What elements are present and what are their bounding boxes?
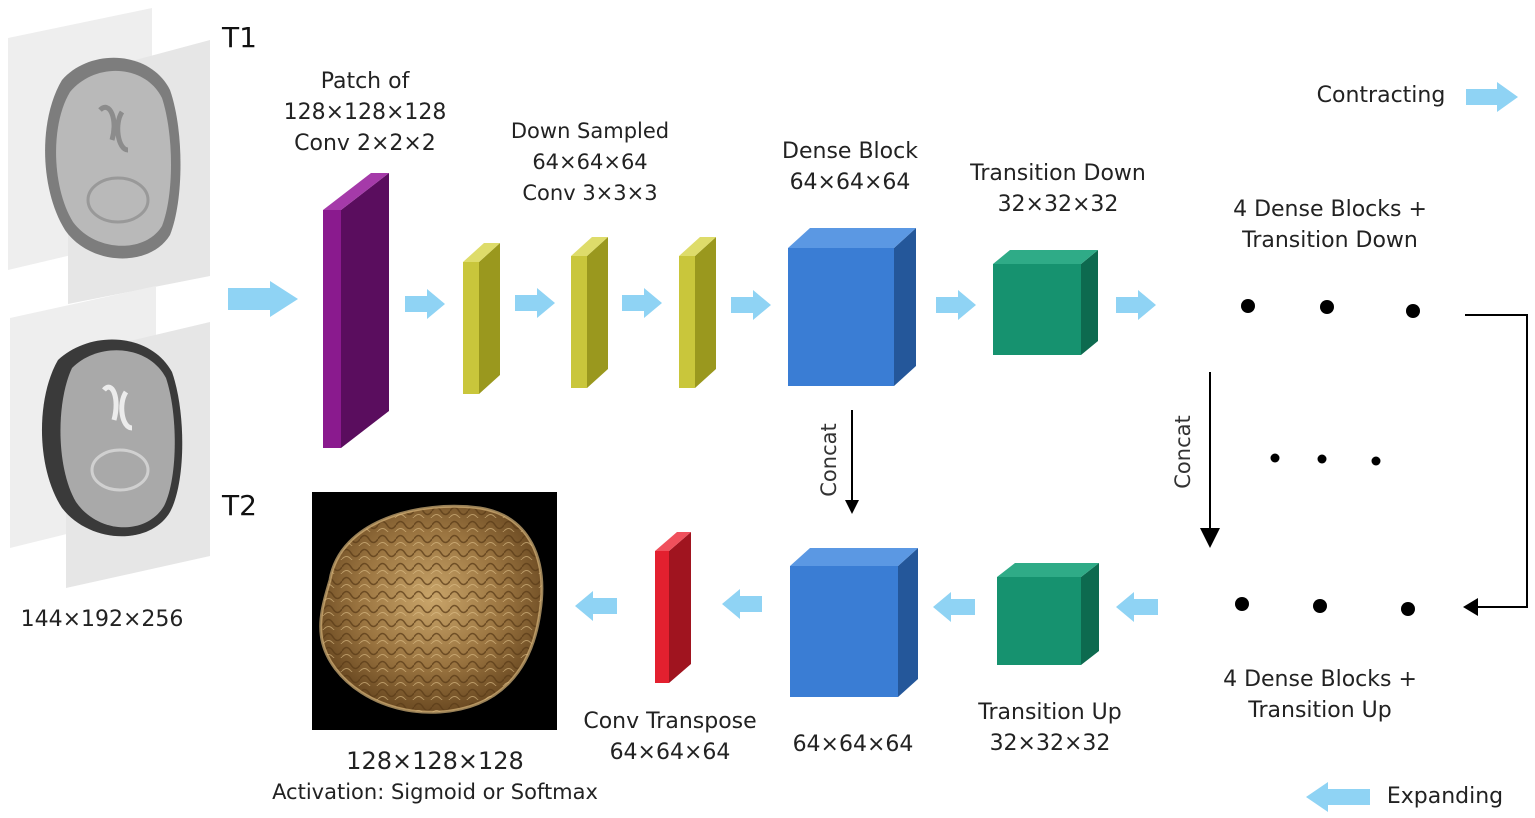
conv-block-3-front <box>679 256 695 388</box>
flow-arrow-back-2 <box>933 592 975 622</box>
concat-arrow-right <box>1200 372 1220 548</box>
contracting-legend-label: Contracting <box>1316 83 1446 108</box>
flow-arrow-input <box>228 281 298 317</box>
down-sampled-line3: Conv 3×3×3 <box>522 181 658 205</box>
flow-arrow-3 <box>622 288 662 318</box>
ellipsis-dots-middle <box>1270 453 1381 466</box>
t2-label: T2 <box>222 489 257 522</box>
conv-block-1-front <box>463 262 479 394</box>
conv-block-1-side <box>479 243 500 394</box>
dense-block-top-front <box>788 248 894 386</box>
dense-block-top-label: Dense Block 64×64×64 <box>760 136 940 198</box>
dense-block-bottom-label: 64×64×64 <box>792 732 914 757</box>
output-size-line: 128×128×128 <box>346 747 524 775</box>
dense-blocks-up-line1: 4 Dense Blocks + <box>1223 667 1417 692</box>
concat-label-right: Concat <box>1171 415 1195 488</box>
dense-block-bottom-front <box>790 566 898 697</box>
flow-arrow-back-1 <box>1116 592 1158 622</box>
conv-block-1 <box>463 243 500 394</box>
dense-block-top-line2: 64×64×64 <box>789 170 911 195</box>
conv-block-3-top <box>679 237 716 256</box>
mri-t2-slice <box>10 286 210 588</box>
flow-arrow-2 <box>515 288 555 318</box>
down-sampled-line2: 64×64×64 <box>532 150 648 174</box>
dense-block-bottom-side <box>898 548 918 697</box>
patch-conv-block-side <box>341 173 389 448</box>
dense-block-top <box>788 228 916 386</box>
ellipsis-dots-top <box>1241 299 1420 318</box>
conv-block-3 <box>679 237 716 388</box>
flow-arrow-back-3 <box>722 589 762 619</box>
transition-up-block-top <box>997 563 1099 577</box>
t1-label: T1 <box>222 21 257 54</box>
dense-block-bottom-top <box>790 548 918 566</box>
conv-transpose-line1: Conv Transpose <box>583 709 757 734</box>
dense-block-top-line1: Dense Block <box>782 139 918 164</box>
concat-arrow-left <box>845 410 859 514</box>
patch-conv-block-top <box>323 173 389 210</box>
flow-arrow-back-4 <box>575 591 617 621</box>
conv-transpose-block-side <box>669 532 691 683</box>
mri-t1-slice <box>8 8 210 304</box>
dense-blocks-up-label: 4 Dense Blocks + Transition Up <box>1200 664 1440 726</box>
transition-down-label: Transition Down 32×32×32 <box>958 158 1158 220</box>
skip-connection-bracket <box>1463 314 1528 616</box>
contracting-legend-arrow <box>1466 82 1518 112</box>
patch-label-line1: Patch of <box>320 69 410 94</box>
transition-up-block-front <box>997 577 1081 665</box>
dense-blocks-down-label: 4 Dense Blocks + Transition Down <box>1210 194 1450 256</box>
transition-up-block-side <box>1081 563 1099 665</box>
dense-block-top-top <box>788 228 916 248</box>
output-label: 128×128×128 Activation: Sigmoid or Softm… <box>255 746 615 808</box>
patch-conv-block-front <box>323 210 341 448</box>
conv-block-2 <box>571 237 608 388</box>
flow-arrow-5 <box>936 290 976 320</box>
dense-block-top-side <box>894 228 916 386</box>
expanding-legend-arrow <box>1306 782 1370 812</box>
dense-blocks-up-line2: Transition Up <box>1248 698 1392 723</box>
conv-block-2-side <box>587 237 608 388</box>
down-sampled-line1: Down Sampled <box>510 119 670 143</box>
conv-block-2-front <box>571 256 587 388</box>
transition-down-block-front <box>993 264 1081 355</box>
transition-up-block <box>997 563 1099 665</box>
flow-arrow-1 <box>405 289 445 319</box>
transition-up-label: Transition Up 32×32×32 <box>950 697 1150 759</box>
transition-up-line2: 32×32×32 <box>989 731 1111 756</box>
output-activation-line: Activation: Sigmoid or Softmax <box>272 780 598 804</box>
conv-transpose-block-top <box>655 532 691 551</box>
down-sampled-label: Down Sampled 64×64×64 Conv 3×3×3 <box>490 116 690 209</box>
patch-label-line2: 128×128×128 <box>283 100 447 125</box>
dense-blocks-down-line2: Transition Down <box>1242 228 1418 253</box>
transition-down-line2: 32×32×32 <box>997 192 1119 217</box>
conv-block-2-top <box>571 237 608 256</box>
dense-blocks-down-line1: 4 Dense Blocks + <box>1233 197 1427 222</box>
input-size-label: 144×192×256 <box>20 607 184 632</box>
transition-up-line1: Transition Up <box>978 700 1122 725</box>
patch-conv-block <box>323 173 389 448</box>
conv-transpose-line2: 64×64×64 <box>609 740 731 765</box>
transition-down-block <box>993 250 1098 355</box>
dense-block-bottom <box>790 548 918 697</box>
brain-render <box>312 492 557 730</box>
expanding-legend-label: Expanding <box>1386 784 1504 809</box>
patch-label: Patch of 128×128×128 Conv 2×2×2 <box>265 66 465 159</box>
concat-label-left: Concat <box>817 423 841 496</box>
flow-arrow-4 <box>731 290 771 320</box>
transition-down-block-top <box>993 250 1098 264</box>
patch-label-line3: Conv 2×2×2 <box>294 131 436 156</box>
ellipsis-dots-bottom <box>1235 597 1415 616</box>
conv-transpose-label: Conv Transpose 64×64×64 <box>570 706 770 768</box>
conv-block-3-side <box>695 237 716 388</box>
flow-arrow-6 <box>1116 290 1156 320</box>
conv-transpose-block <box>655 532 691 683</box>
conv-block-1-top <box>463 243 500 262</box>
conv-transpose-block-front <box>655 551 669 683</box>
transition-down-line1: Transition Down <box>970 161 1146 186</box>
transition-down-block-side <box>1081 250 1098 355</box>
